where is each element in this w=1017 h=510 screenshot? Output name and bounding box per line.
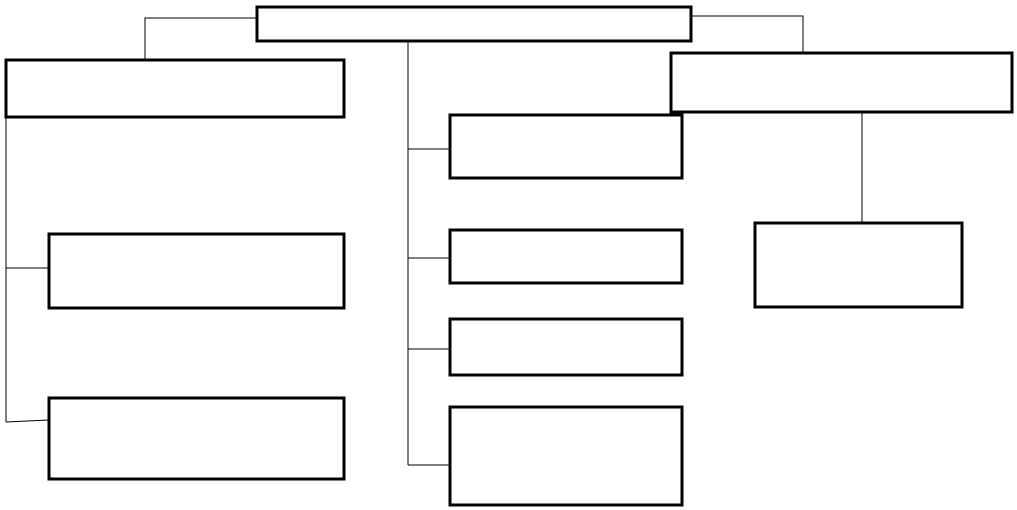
mid-child-node-4: [448, 405, 684, 507]
connector-root-right-branch: [691, 15, 804, 53]
right-branch-node: [669, 51, 1014, 114]
left-child-node-2: [47, 396, 346, 481]
root-node: [255, 5, 693, 43]
mid-child-node-1: [448, 113, 684, 180]
right-child-node-1: [753, 221, 964, 309]
left-branch-node: [4, 58, 346, 119]
mid-child-node-3: [448, 317, 684, 377]
left-child-node-1: [47, 232, 346, 310]
connector-left-child-2: [5, 419, 50, 423]
mid-child-node-2: [448, 228, 684, 285]
connector-root-left-branch: [144, 17, 257, 60]
